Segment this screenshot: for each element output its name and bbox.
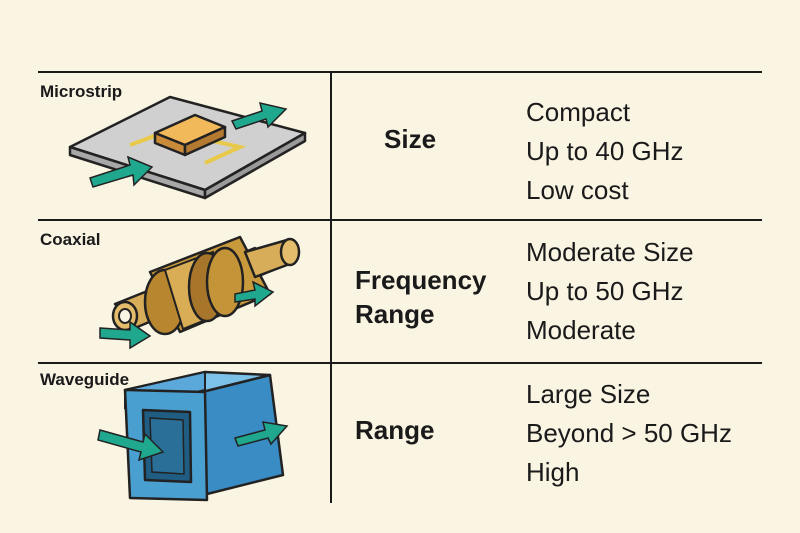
- spec-list-waveguide: Large Size Beyond > 50 GHz High: [526, 375, 732, 492]
- spec-list-coaxial: Moderate Size Up to 50 GHz Moderate: [526, 233, 694, 350]
- signal-arrow-out: [234, 280, 275, 308]
- property-label-microstrip: Size: [384, 122, 436, 156]
- property-line: Frequency: [355, 265, 487, 295]
- spec-item: High: [526, 457, 580, 487]
- spec-item: Up to 40 GHz: [526, 136, 684, 166]
- signal-arrow-out: [234, 421, 289, 447]
- property-label-waveguide: Range: [355, 413, 434, 447]
- type-label-coaxial: Coaxial: [40, 230, 101, 249]
- spec-item: Moderate Size: [526, 237, 694, 267]
- type-label-waveguide: Waveguide: [40, 370, 130, 389]
- microstrip-icon: [68, 95, 307, 200]
- divider-row-1: [38, 219, 762, 221]
- property-label-coaxial: Frequency Range: [355, 263, 487, 331]
- signal-arrow-in: [89, 155, 154, 188]
- signal-arrow-in: [97, 429, 165, 462]
- waveguide-icon: [97, 370, 289, 502]
- property-line: Range: [355, 299, 435, 329]
- spec-item: Low cost: [526, 175, 629, 205]
- spec-list-microstrip: Compact Up to 40 GHz Low cost: [526, 93, 684, 210]
- signal-arrow-in: [99, 320, 152, 350]
- divider-column: [330, 71, 332, 503]
- property-line: Size: [384, 124, 437, 154]
- spec-item: Beyond > 50 GHz: [526, 418, 732, 448]
- property-line: Range: [355, 415, 435, 445]
- signal-arrow-out: [230, 101, 288, 130]
- spec-item: Large Size: [526, 379, 651, 409]
- coaxial-icon: [99, 235, 301, 350]
- type-label-microstrip: Microstrip: [40, 82, 123, 101]
- spec-item: Moderate: [526, 315, 636, 345]
- spec-item: Compact: [526, 97, 631, 127]
- divider-row-2: [38, 362, 762, 364]
- divider-top: [38, 71, 762, 73]
- spec-item: Up to 50 GHz: [526, 276, 684, 306]
